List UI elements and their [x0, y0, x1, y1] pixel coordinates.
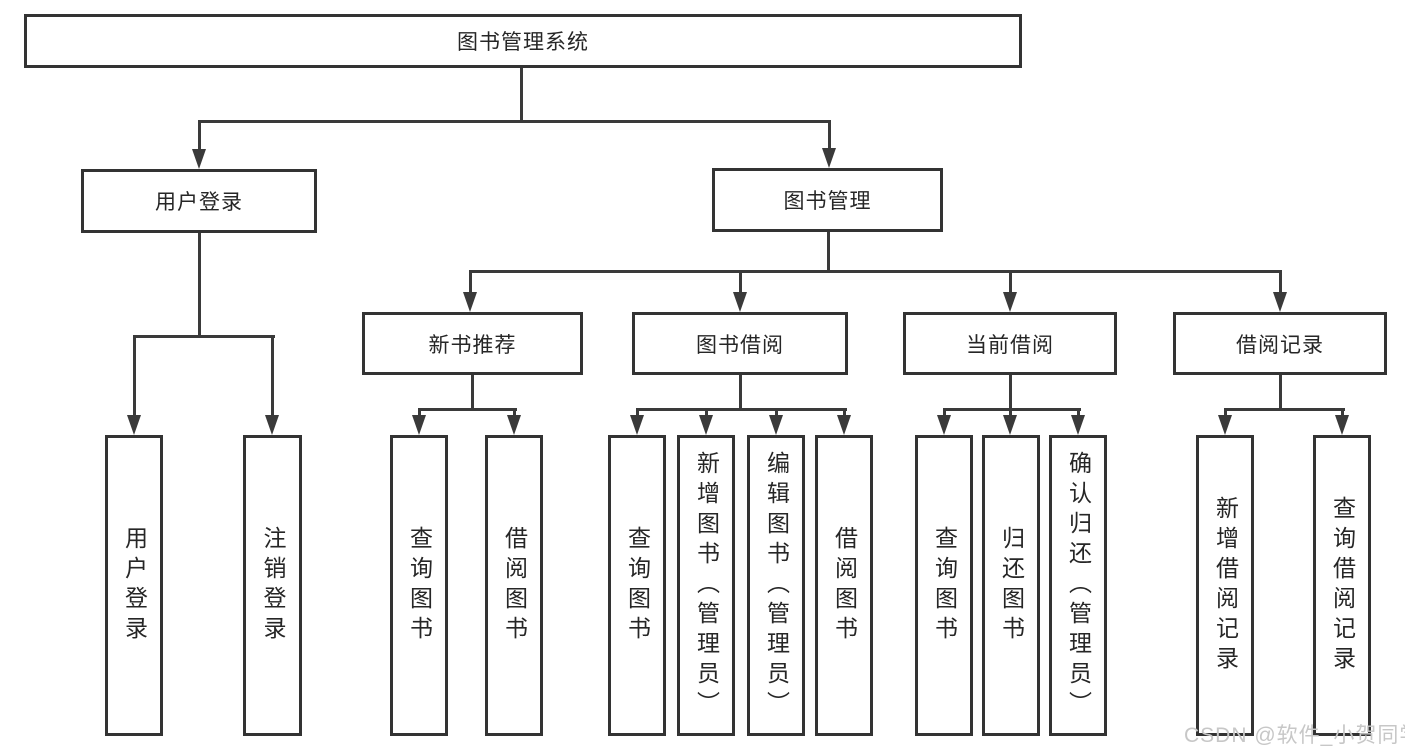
leaf-user-login: 用户登录 [105, 435, 163, 736]
arrow-down-icon [630, 415, 644, 435]
arrow-down-icon [769, 415, 783, 435]
node-library-management-system: 图书管理系统 [24, 14, 1022, 68]
connector-stub [1008, 270, 1012, 295]
leaf-label: 查询图书 [624, 525, 651, 646]
leaf-query-books-recommend: 查询图书 [390, 435, 448, 736]
leaf-add-book-admin: 新增图书（管理员） [677, 435, 735, 736]
connector-bookmgmt-splitter [468, 270, 1282, 273]
node-label: 用户登录 [155, 191, 243, 214]
leaf-label: 查询图书 [931, 525, 958, 646]
node-new-book-recommendation: 新书推荐 [362, 312, 583, 375]
leaf-label: 编辑图书（管理员） [763, 450, 790, 721]
arrow-down-icon [733, 292, 747, 312]
leaf-label: 确认归还（管理员） [1065, 450, 1092, 721]
node-label: 借阅记录 [1236, 333, 1324, 357]
node-borrowing-records: 借阅记录 [1173, 312, 1387, 375]
connector-newbook-drop [470, 375, 474, 411]
arrow-down-icon [1003, 292, 1017, 312]
arrow-down-icon [1273, 292, 1287, 312]
connector-stub [1076, 408, 1080, 418]
connector-current-drop [1008, 375, 1012, 411]
arrow-down-icon [822, 148, 836, 168]
leaf-logout: 注销登录 [243, 435, 302, 736]
node-label: 图书管理系统 [457, 31, 589, 54]
arrow-down-icon [1071, 415, 1085, 435]
leaf-query-books-current: 查询图书 [915, 435, 973, 736]
leaf-label: 注销登录 [260, 525, 286, 646]
node-label: 图书借阅 [696, 333, 784, 357]
arrow-down-icon [699, 415, 713, 435]
connector-stub [827, 120, 831, 152]
node-book-borrowing: 图书借阅 [632, 312, 848, 375]
arrow-down-icon [192, 149, 206, 169]
connector-userlogin-splitter [132, 335, 275, 338]
node-current-borrowing: 当前借阅 [903, 312, 1117, 375]
leaf-label: 用户登录 [121, 525, 148, 646]
connector-stub [132, 335, 136, 418]
leaf-query-books-borrowing: 查询图书 [608, 435, 666, 736]
arrow-down-icon [265, 415, 279, 435]
leaf-borrow-books-recommend: 借阅图书 [485, 435, 543, 736]
arrow-down-icon [937, 415, 951, 435]
connector-userlogin-drop [197, 233, 201, 338]
leaf-borrow-books-borrowing: 借阅图书 [815, 435, 873, 736]
connector-current-splitter [942, 408, 1081, 411]
connector-stub [197, 120, 201, 152]
leaf-label: 借阅图书 [831, 525, 858, 646]
arrow-down-icon [127, 415, 141, 435]
connector-stub [704, 408, 708, 418]
connector-records-splitter [1223, 408, 1345, 411]
arrow-down-icon [412, 415, 426, 435]
node-book-management: 图书管理 [712, 168, 943, 232]
connector-stub [942, 408, 946, 418]
connector-stub [1008, 408, 1012, 418]
connector-newbook-splitter [417, 408, 517, 411]
leaf-label: 查询借阅记录 [1329, 495, 1356, 676]
node-label: 图书管理 [783, 190, 872, 213]
connector-stub [512, 408, 516, 418]
connector-stub [774, 408, 778, 418]
csdn-watermark: CSDN @软件_小贺同学 [1184, 724, 1405, 747]
leaf-label: 查询图书 [406, 525, 433, 646]
connector-stub [842, 408, 846, 418]
connector-borrow-drop [738, 375, 742, 411]
connector-stub [417, 408, 421, 418]
leaf-confirm-return-admin: 确认归还（管理员） [1049, 435, 1107, 736]
node-user-login: 用户登录 [81, 169, 317, 233]
connector-stub [1340, 408, 1344, 418]
connector-stub [1278, 270, 1282, 295]
connector-bookmgmt-drop [826, 232, 830, 272]
leaf-edit-book-admin: 编辑图书（管理员） [747, 435, 805, 736]
leaf-label: 借阅图书 [501, 525, 528, 646]
leaf-return-book: 归还图书 [982, 435, 1040, 736]
connector-stub [635, 408, 639, 418]
connector-stub [468, 270, 472, 295]
connector-stub [738, 270, 742, 295]
leaf-add-borrow-record: 新增借阅记录 [1196, 435, 1254, 736]
leaf-query-borrow-record: 查询借阅记录 [1313, 435, 1371, 736]
arrow-down-icon [1003, 415, 1017, 435]
connector-records-drop [1278, 375, 1282, 411]
leaf-label: 新增图书（管理员） [693, 450, 720, 721]
leaf-label: 归还图书 [998, 525, 1025, 646]
arrow-down-icon [507, 415, 521, 435]
node-label: 当前借阅 [966, 333, 1054, 357]
arrow-down-icon [837, 415, 851, 435]
leaf-label: 新增借阅记录 [1212, 495, 1239, 676]
connector-root-splitter [197, 120, 831, 123]
arrow-down-icon [463, 292, 477, 312]
arrow-down-icon [1335, 415, 1349, 435]
connector-stub [1223, 408, 1227, 418]
connector-root-drop [519, 68, 523, 123]
node-label: 新书推荐 [428, 333, 517, 357]
connector-stub [270, 335, 274, 418]
arrow-down-icon [1218, 415, 1232, 435]
connector-borrow-splitter [635, 408, 847, 411]
